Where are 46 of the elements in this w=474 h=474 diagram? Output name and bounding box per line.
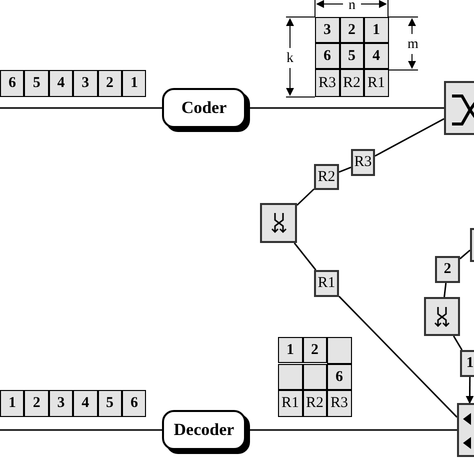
matrix-cell: 1	[278, 337, 302, 363]
connector-line	[296, 188, 315, 206]
connector-line	[338, 296, 458, 418]
switch-box	[260, 203, 297, 243]
matrix-cell: 5	[98, 390, 122, 417]
splitter-box	[444, 81, 474, 135]
matrix-cell: 4	[73, 390, 98, 417]
matrix-cell: R1	[278, 390, 302, 417]
connector-line	[452, 336, 463, 350]
matrix-cell: R1	[364, 69, 388, 97]
matrix-cell: 1	[122, 70, 146, 97]
switch-box	[424, 297, 460, 336]
connector-line	[0, 107, 162, 109]
matrix-cell: 6	[122, 390, 146, 417]
matrix-cell: 3	[73, 70, 98, 97]
matrix-cell: R2	[340, 69, 364, 97]
connector-line	[338, 166, 352, 173]
register-box: R1	[314, 270, 339, 297]
matrix-cell: 4	[48, 70, 74, 97]
register-box: R3	[351, 149, 375, 176]
matrix-cell: 5	[340, 43, 364, 69]
connector-line	[444, 282, 447, 298]
matrix-cell: 2	[24, 390, 49, 417]
matrix-cell: 3	[48, 390, 74, 417]
connector-line	[294, 242, 316, 270]
matrix-cell: 2	[302, 337, 327, 363]
connector-line	[0, 429, 162, 431]
matrix-cell: 6	[327, 364, 352, 390]
matrix-cell: 6	[0, 70, 24, 97]
matrix-cell: 6	[315, 43, 340, 69]
matrix-cell: 2	[98, 70, 122, 97]
register-box: 2	[435, 256, 460, 283]
matrix-cell: 3	[315, 17, 340, 43]
matrix-cell: 2	[340, 17, 364, 43]
matrix-cell: R2	[302, 390, 327, 417]
connector-line	[460, 250, 470, 260]
matrix-cell: 4	[364, 43, 388, 69]
connector-line	[466, 377, 474, 404]
register-box: R2	[314, 164, 339, 190]
connector-line	[374, 118, 444, 157]
matrix-cell: 1	[0, 390, 24, 417]
matrix-cell: 1	[364, 17, 388, 43]
matrix-cell: 5	[24, 70, 49, 97]
matrix-cell: R3	[315, 69, 340, 97]
matrix-cell: R3	[327, 390, 352, 417]
register-box: 1	[460, 350, 474, 377]
